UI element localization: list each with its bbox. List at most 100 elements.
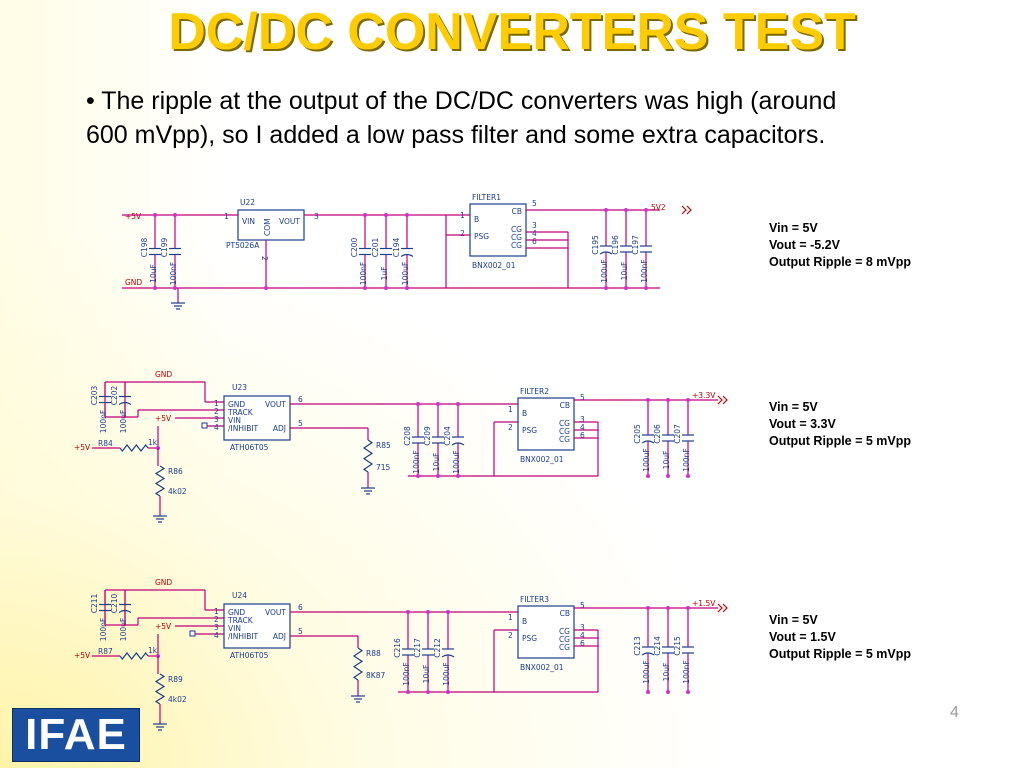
filter-pin-label: CG [559,635,570,644]
filter-pin-label: CB [560,401,570,410]
capacitor-value: 100uF [119,618,128,641]
junction-dot [646,690,650,694]
annotation-ripple: Output Ripple = 5 mVpp [769,647,912,661]
net-label-gnd: GND [155,370,172,379]
pin-number: 3 [214,415,219,424]
annotation-vout: Vout = 1.5V [769,630,836,644]
resistor-value: 1k [148,438,158,447]
regulator-pin-label: GND [228,400,245,409]
net-label-gnd: GND [155,578,172,587]
regulator-part: ATH06T05 [230,651,269,660]
filter-pin-label: CB [512,207,522,216]
filter-pin-label: PSG [522,634,537,643]
resistor-ref: R87 [98,647,113,656]
regulator-pin-label: VOUT [265,608,286,617]
filter-pin-number: 4 [580,423,585,432]
capacitor-ref: C210 [110,594,119,614]
junction-dot [416,402,420,406]
capacitor-ref: C201 [371,238,380,258]
filter-part: BNX002_01 [472,261,516,270]
regulator-pin-label: COM [263,218,272,236]
junction-dot [666,690,670,694]
capacitor-value: 100uF [119,410,128,433]
resistor-ref: R89 [168,675,183,684]
net-label-in: +5V [74,651,91,660]
net-label-track: +5V [155,414,172,423]
pin-number: 3 [314,212,319,221]
junction-dot [264,286,268,290]
capacitor-value: 100uF [642,660,651,683]
capacitor-plate-curved [599,251,613,255]
pin-number: 5 [298,627,303,636]
resistor-body [119,652,149,660]
pin-number: 5 [298,419,303,428]
pin-number: 1 [214,399,219,408]
no-connect-square [189,630,196,637]
filter-pin-label: CG [559,419,570,428]
capacitor-value: 10uF [432,453,441,472]
capacitor-value: 100nF [682,448,691,471]
capacitor-plate-curved [118,401,132,406]
junction-dot [436,402,440,406]
filter-pin-number: 5 [532,199,537,208]
annotation-vout: Vout = 3.3V [769,417,836,431]
filter-pin-number: 5 [580,393,585,402]
capacitor-ref: C203 [90,386,99,406]
annotation-vout: Vout = -5.2V [769,238,840,252]
annotation-ripple: Output Ripple = 8 mVpp [769,255,912,269]
pin-number: 4 [214,631,219,640]
junction-dot [686,690,690,694]
regulator-ref: U24 [232,591,247,600]
emi-filter-block [469,203,527,257]
resistor-body [154,673,166,705]
capacitor-ref: C206 [653,424,662,444]
junction-dot [604,208,608,212]
capacitor-value: 1uF [380,267,389,281]
filter-pin-label: B [522,409,527,418]
capacitor-value: 10uF [620,262,629,281]
emi-filter-block [517,605,575,659]
junction-dot [646,474,650,478]
capacitor-value: 10uF [422,665,431,684]
capacitor-ref: C204 [443,426,452,446]
filter-pin-label: CG [511,241,522,250]
filter-pin-label: B [522,617,527,626]
net-arrow [681,205,687,215]
net-label-out: +3.3V [692,391,716,400]
capacitor-value: 100nF [640,259,649,282]
capacitor-plate-curved [641,652,655,656]
regulator-part: ATH06T05 [230,443,269,452]
filter-pin-label: CG [559,427,570,436]
capacitor-value: 10uF [149,264,158,283]
pin-number: 1 [214,607,219,616]
capacitor-ref: C216 [393,638,402,658]
capacitor-ref: C202 [110,386,119,406]
junction-dot [363,213,367,217]
pin-number: 2 [214,407,219,416]
capacitor-ref: C214 [653,636,662,656]
filter-ref: FILTER1 [472,193,501,202]
filter-part: BNX002_01 [520,455,564,464]
capacitor-value: 100nF [402,662,411,685]
capacitor-value: 100uF [642,448,651,471]
capacitor-value: 100nF [169,262,178,285]
regulator-block [223,603,291,649]
capacitor-plate-curved [441,654,455,658]
emi-filter-block [517,397,575,451]
regulator-block [237,209,305,241]
capacitor-ref: C194 [392,238,401,258]
resistor-value: 715 [376,463,391,472]
junction-dot [644,286,648,290]
annotation-circuit-3: Vin = 5V Vout = 1.5V Output Ripple = 5 m… [769,612,911,663]
filter-pin-number: 2 [460,229,465,238]
junction-dot [426,690,430,694]
filter-pin-number: 4 [580,631,585,640]
net-label-out: 5V2 [651,203,666,212]
capacitor-ref: C215 [673,636,682,656]
capacitor-ref: C211 [90,594,99,614]
pin-number: 6 [298,603,303,612]
net-label-out: +1.5V [692,599,716,608]
junction-dot [604,286,608,290]
junction-dot [173,213,177,217]
